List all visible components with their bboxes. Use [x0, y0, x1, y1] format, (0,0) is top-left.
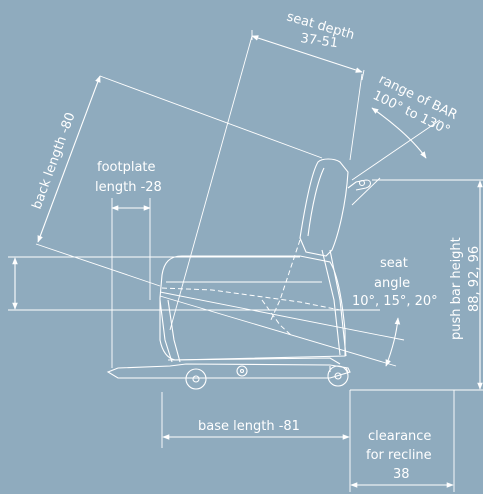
reclined-back	[261, 239, 301, 337]
push-bar-handle	[347, 179, 372, 191]
clearance-dimension: clearance for recline 38	[349, 389, 456, 492]
push-bar-title: push bar height	[449, 237, 464, 340]
back-post	[321, 249, 347, 357]
seat-height-dimension	[8, 256, 380, 311]
rear-caster-fork	[329, 366, 349, 373]
back-length-dimension: back length -80	[30, 75, 323, 287]
seat-depth-value: 37-51	[299, 31, 339, 51]
push-bar-values: 88, 92, 96	[467, 246, 482, 312]
footplate-dimension: footplate length -28	[95, 160, 162, 368]
reclined-seat	[161, 287, 341, 311]
push-bar-height-dimension: push bar height 88, 92, 96	[372, 179, 483, 391]
back-rest-inner	[307, 167, 325, 237]
footplate-line2: length -28	[95, 180, 162, 195]
seat-angle-line2: angle	[374, 276, 410, 291]
back-rest	[299, 158, 349, 257]
leg-rest	[159, 299, 181, 363]
clearance-line2: for recline	[366, 448, 432, 463]
bar-range-dimension: range of BAR 100° to 130°	[351, 72, 460, 206]
seat-angle-line1: seat	[380, 256, 408, 271]
chair-drawing	[106, 158, 372, 390]
base-length-label: base length -81	[198, 419, 300, 434]
base-length-dimension: base length -81	[161, 392, 350, 448]
base-frame	[167, 357, 341, 365]
footplate-outline	[106, 363, 351, 379]
footplate-line1: footplate	[97, 160, 156, 175]
push-bar-knob	[358, 179, 366, 187]
seat-cushion	[159, 255, 346, 361]
mid-wheel	[236, 365, 248, 377]
rear-wheel	[327, 365, 349, 387]
back-length-label: back length -80	[30, 111, 79, 212]
clearance-value: 38	[393, 467, 410, 482]
clearance-line1: clearance	[368, 429, 431, 444]
seat-angle-dimension: seat angle 10°, 15°, 20°	[159, 256, 438, 367]
seat-angle-line3: 10°, 15°, 20°	[352, 294, 438, 309]
front-wheel	[185, 368, 207, 390]
